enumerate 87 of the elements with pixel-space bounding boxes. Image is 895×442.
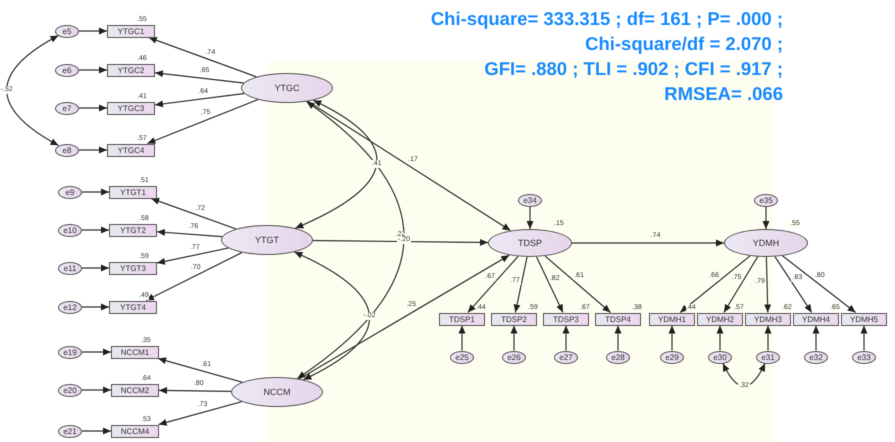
path-arrow	[572, 240, 724, 246]
path-arrow	[680, 255, 750, 313]
path-arrow	[82, 264, 109, 272]
error-term-ellipse: e32	[804, 350, 828, 364]
error-term-ellipse: e9	[58, 186, 82, 198]
covariance-arrow	[6, 35, 59, 146]
fit-statistic: RMSEA= .066	[663, 82, 783, 106]
fit-statistic: Chi-square= 333.315 ; df= 161 ; P= .000 ;	[430, 7, 783, 31]
observed-variable-box: YTGT1	[109, 186, 157, 198]
path-arrow	[154, 92, 244, 108]
path-arrow	[159, 386, 232, 394]
error-term-ellipse: e6	[55, 64, 79, 76]
path-arrow	[782, 255, 856, 313]
path-arrow	[146, 252, 242, 302]
path-arrow	[79, 104, 107, 112]
error-term-ellipse: e19	[58, 346, 82, 358]
observed-variable-box: NCCM4	[111, 424, 159, 438]
covariance-arrow	[295, 100, 378, 229]
fit-statistic: GFI= .880 ; TLI = .902 ; CFI = .917 ;	[483, 57, 783, 81]
path-arrow	[82, 348, 111, 356]
path-arrow	[79, 28, 107, 34]
error-term-ellipse: e10	[58, 224, 82, 236]
error-term-ellipse: e33	[852, 350, 876, 364]
path-arrow	[467, 256, 518, 313]
path-arrow	[312, 238, 488, 246]
path-arrow	[82, 428, 111, 434]
error-term-ellipse: e12	[58, 300, 82, 314]
path-arrow	[526, 206, 534, 229]
path-arrow	[764, 326, 772, 350]
path-arrow	[668, 326, 676, 350]
observed-variable-box: YDMH1	[649, 312, 695, 326]
path-arrow	[158, 357, 242, 383]
observed-variable-box: YDMH5	[841, 312, 887, 326]
latent-variable-ellipse: YDMH	[724, 229, 808, 257]
path-arrow	[762, 206, 770, 229]
observed-variable-box: YTGT3	[109, 262, 157, 274]
path-arrow	[774, 256, 812, 313]
path-arrow	[812, 326, 820, 350]
path-arrow	[82, 188, 109, 196]
observed-variable-box: TDSP3	[543, 312, 589, 326]
path-arrow	[614, 326, 622, 350]
path-arrow	[536, 256, 564, 313]
observed-variable-box: YDMH3	[745, 312, 791, 326]
covariance-arrow	[722, 363, 766, 387]
observed-variable-box: TDSP1	[439, 312, 485, 326]
observed-variable-box: YTGT4	[109, 300, 157, 314]
error-term-ellipse: e8	[55, 144, 79, 156]
path-arrow	[156, 228, 222, 238]
error-term-ellipse: e7	[55, 102, 79, 114]
path-arrow	[562, 326, 570, 350]
covariance-arrow	[296, 101, 404, 380]
path-arrow	[510, 326, 518, 350]
path-arrow	[147, 99, 258, 144]
path-arrow	[158, 401, 242, 426]
error-term-ellipse: e21	[58, 424, 82, 438]
path-arrow	[716, 326, 724, 350]
path-arrow	[150, 198, 236, 230]
path-arrow	[723, 256, 758, 313]
observed-variable-box: YTGC2	[107, 64, 155, 76]
observed-variable-box: YTGC4	[107, 144, 155, 156]
path-arrow	[82, 304, 109, 310]
path-arrow	[156, 248, 228, 265]
error-term-ellipse: e5	[55, 24, 79, 38]
path-arrow	[148, 36, 257, 78]
observed-variable-box: NCCM1	[111, 346, 159, 358]
path-arrow	[82, 386, 111, 394]
path-arrow	[82, 226, 109, 234]
path-arrow	[514, 256, 528, 313]
path-arrow	[860, 326, 868, 350]
observed-variable-box: YDMH2	[697, 312, 743, 326]
path-arrow	[79, 146, 107, 154]
observed-variable-box: YDMH4	[793, 312, 839, 326]
observed-variable-box: YTGC3	[107, 102, 155, 114]
error-term-ellipse: e11	[58, 262, 82, 274]
observed-variable-box: NCCM2	[111, 384, 159, 396]
path-arrow	[764, 256, 772, 313]
path-arrow	[154, 70, 244, 84]
fit-statistic: Chi-square/df = 2.070 ;	[584, 32, 783, 56]
path-arrow	[458, 326, 466, 350]
observed-variable-box: TDSP4	[595, 312, 641, 326]
observed-variable-box: YTGT2	[109, 224, 157, 236]
covariance-arrow	[294, 252, 370, 380]
error-term-ellipse: e20	[58, 384, 82, 396]
path-arrow	[544, 256, 611, 313]
observed-variable-box: YTGC1	[107, 24, 155, 38]
observed-variable-box: TDSP2	[491, 312, 537, 326]
path-arrow	[79, 66, 107, 74]
